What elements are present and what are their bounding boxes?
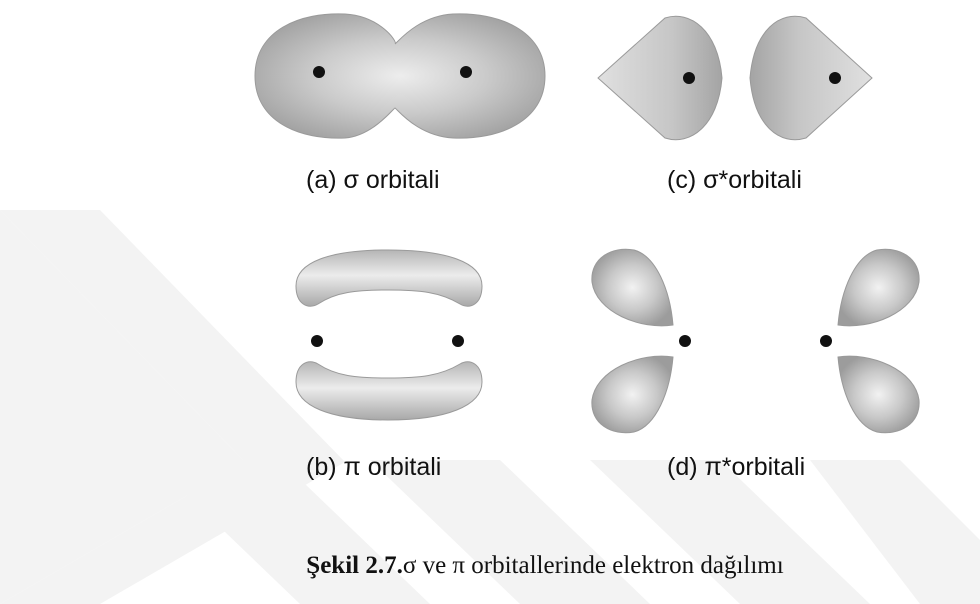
caption-text: σ ve π orbitallerinde elektron dağılımı — [403, 552, 784, 579]
nucleus-dot — [313, 66, 325, 78]
nucleus-dot — [460, 66, 472, 78]
nucleus-dot — [311, 335, 323, 347]
pi-star-orbital — [592, 249, 919, 433]
panel-c-label: (c) σ*orbitali — [667, 166, 802, 195]
sigma-orbital — [255, 14, 545, 138]
panel-d-label: (d) π*orbitali — [667, 453, 805, 482]
nucleus-dot — [683, 72, 695, 84]
nucleus-dot — [829, 72, 841, 84]
figure-caption: Şekil 2.7.σ ve π orbitallerinde elektron… — [0, 552, 980, 580]
panel-b-label: (b) π orbitali — [306, 453, 441, 482]
sigma-star-orbital — [598, 16, 872, 139]
nucleus-dot — [820, 335, 832, 347]
panel-a-label: (a) σ orbitali — [306, 166, 440, 195]
nucleus-dot — [679, 335, 691, 347]
figure-number: Şekil 2.7. — [306, 552, 403, 579]
nucleus-dot — [452, 335, 464, 347]
pi-orbital — [296, 250, 482, 420]
